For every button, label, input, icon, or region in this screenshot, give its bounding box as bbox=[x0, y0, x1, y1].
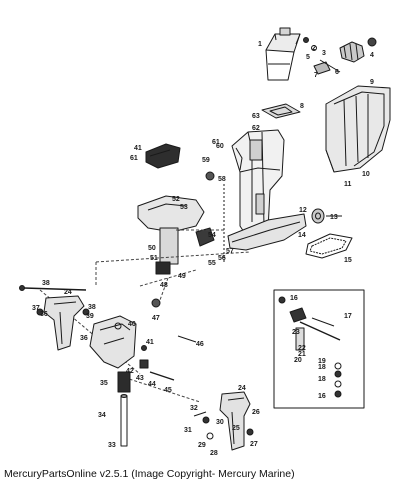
callout-62: 62 bbox=[252, 125, 260, 132]
callout-4: 4 bbox=[370, 52, 374, 59]
bolt-47 bbox=[151, 298, 161, 308]
driveshaft-housing bbox=[231, 129, 285, 239]
rubber-mount-54 bbox=[195, 227, 215, 247]
callout-6: 6 bbox=[335, 69, 339, 76]
callout-51: 51 bbox=[150, 255, 158, 262]
callout-19: 19 bbox=[318, 358, 326, 365]
callout-48: 48 bbox=[160, 282, 168, 289]
callout-23: 23 bbox=[292, 329, 300, 336]
callout-37: 37 bbox=[32, 305, 40, 312]
callout-41-top: 41 bbox=[134, 145, 142, 152]
callout-59: 59 bbox=[202, 157, 210, 164]
tube-35 bbox=[117, 371, 131, 393]
callout-9: 9 bbox=[370, 79, 374, 86]
callout-21: 21 bbox=[298, 351, 306, 358]
callout-29: 29 bbox=[198, 442, 206, 449]
callout-55: 55 bbox=[208, 260, 216, 267]
callout-38-mid: 38 bbox=[88, 304, 96, 311]
callout-34: 34 bbox=[98, 412, 106, 419]
exhaust-tube-part bbox=[265, 27, 301, 81]
swivel-bracket-right bbox=[193, 391, 254, 451]
callout-46: 46 bbox=[196, 341, 204, 348]
callout-25: 25 bbox=[232, 425, 240, 432]
callout-35: 35 bbox=[100, 380, 108, 387]
shift-linkage-inset bbox=[273, 289, 365, 409]
callout-45: 45 bbox=[164, 387, 172, 394]
copyright-caption: MercuryPartsOnline v2.5.1 (Image Copyrig… bbox=[4, 468, 295, 480]
callout-3: 3 bbox=[322, 50, 326, 57]
driveshaft-housing-cover bbox=[325, 85, 391, 173]
callout-1: 1 bbox=[258, 41, 262, 48]
callout-39: 39 bbox=[86, 313, 94, 320]
callout-24-right: 24 bbox=[238, 385, 246, 392]
callout-numbers: 1 2 3 4 5 6 7 8 9 10 11 12 13 14 15 16 1… bbox=[32, 41, 374, 457]
top-mount-bracket bbox=[145, 143, 181, 169]
mount-hardware-group bbox=[139, 335, 197, 381]
callout-36-mid: 36 bbox=[80, 335, 88, 342]
callout-33: 33 bbox=[108, 442, 116, 449]
callout-5: 5 bbox=[306, 54, 310, 61]
callout-15: 15 bbox=[344, 257, 352, 264]
long-pin-34 bbox=[120, 394, 128, 447]
callout-17: 17 bbox=[344, 313, 352, 320]
swivel-block-center bbox=[82, 308, 137, 369]
callout-24-left: 24 bbox=[64, 289, 72, 296]
callout-16-top: 16 bbox=[290, 295, 298, 302]
dowel-pin bbox=[205, 171, 225, 262]
gasket-plate bbox=[261, 103, 301, 119]
callout-22: 22 bbox=[298, 345, 306, 352]
callout-18-top: 18 bbox=[318, 364, 326, 371]
shift-coupler-hardware bbox=[303, 37, 341, 75]
callout-14: 14 bbox=[298, 232, 306, 239]
swivel-bracket-left bbox=[36, 295, 85, 351]
callout-2: 2 bbox=[312, 45, 316, 52]
callout-60: 60 bbox=[216, 143, 224, 150]
callout-16-bottom: 16 bbox=[318, 393, 326, 400]
callout-54: 54 bbox=[208, 232, 216, 239]
long-bolt-38 bbox=[19, 285, 87, 291]
callout-49: 49 bbox=[178, 273, 186, 280]
callout-26: 26 bbox=[252, 409, 260, 416]
callout-30: 30 bbox=[216, 419, 224, 426]
callout-57: 57 bbox=[226, 248, 234, 255]
callout-43: 43 bbox=[136, 375, 144, 382]
callout-28: 28 bbox=[210, 450, 218, 457]
callout-18-bottom: 18 bbox=[318, 376, 326, 383]
callout-38-top: 38 bbox=[42, 280, 50, 287]
callout-50: 50 bbox=[148, 245, 156, 252]
callout-41-bottom: 41 bbox=[146, 339, 154, 346]
callout-53: 53 bbox=[180, 204, 188, 211]
callout-20: 20 bbox=[294, 357, 302, 364]
rubber-boot-part bbox=[339, 37, 377, 63]
bushing-and-bolt bbox=[311, 208, 342, 224]
seal-ring-part bbox=[305, 233, 353, 259]
callout-52: 52 bbox=[172, 196, 180, 203]
callout-42: 42 bbox=[126, 368, 134, 375]
callout-11: 11 bbox=[344, 181, 352, 188]
callout-32: 32 bbox=[190, 405, 198, 412]
callout-47: 47 bbox=[152, 315, 160, 322]
callout-31: 31 bbox=[184, 427, 192, 434]
callout-7: 7 bbox=[314, 72, 318, 79]
callout-61-top: 61 bbox=[212, 139, 220, 146]
callout-61-left: 61 bbox=[130, 155, 138, 162]
callout-12: 12 bbox=[299, 207, 307, 214]
callout-44: 44 bbox=[148, 381, 156, 388]
adapter-plate-left bbox=[137, 195, 205, 275]
callout-13: 13 bbox=[330, 214, 338, 221]
callout-36-left: 36 bbox=[40, 311, 48, 318]
callout-58: 58 bbox=[218, 176, 226, 183]
callout-63: 63 bbox=[252, 113, 260, 120]
callout-40: 40 bbox=[128, 321, 136, 328]
callout-56: 56 bbox=[218, 255, 226, 262]
lower-housing-plate bbox=[227, 213, 307, 251]
parts-exploded-diagram: 1 2 3 4 5 6 7 8 9 10 11 12 13 14 15 16 1… bbox=[19, 27, 391, 457]
callout-27: 27 bbox=[250, 441, 258, 448]
callout-8: 8 bbox=[300, 103, 304, 110]
callout-10: 10 bbox=[362, 171, 370, 178]
